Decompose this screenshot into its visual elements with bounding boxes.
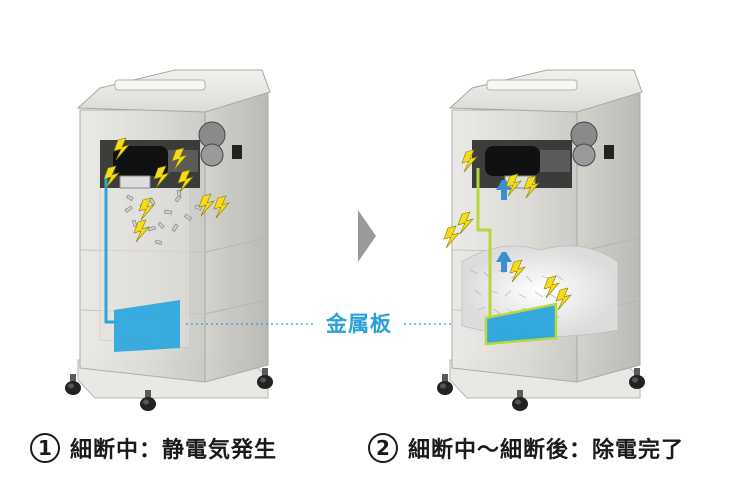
metal-plate-1 [114, 300, 180, 352]
step-number-2: 2 [368, 433, 398, 463]
caption-step-1: 1 細断中：静電気発生 [30, 428, 277, 468]
caption-text-1: 細断中：静電気発生 [70, 438, 278, 463]
shredder-2 [437, 69, 645, 411]
caption-step-2: 2 細断中～細断後：除電完了 [368, 428, 684, 468]
shredder-1 [65, 69, 273, 411]
step-number-1: 1 [30, 433, 60, 463]
metal-plate-callout: 金属板 [316, 310, 402, 338]
caption-text-2: 細断中～細断後：除電完了 [408, 438, 685, 463]
right-chevron-icon [358, 210, 376, 262]
metal-plate-2 [484, 302, 558, 346]
